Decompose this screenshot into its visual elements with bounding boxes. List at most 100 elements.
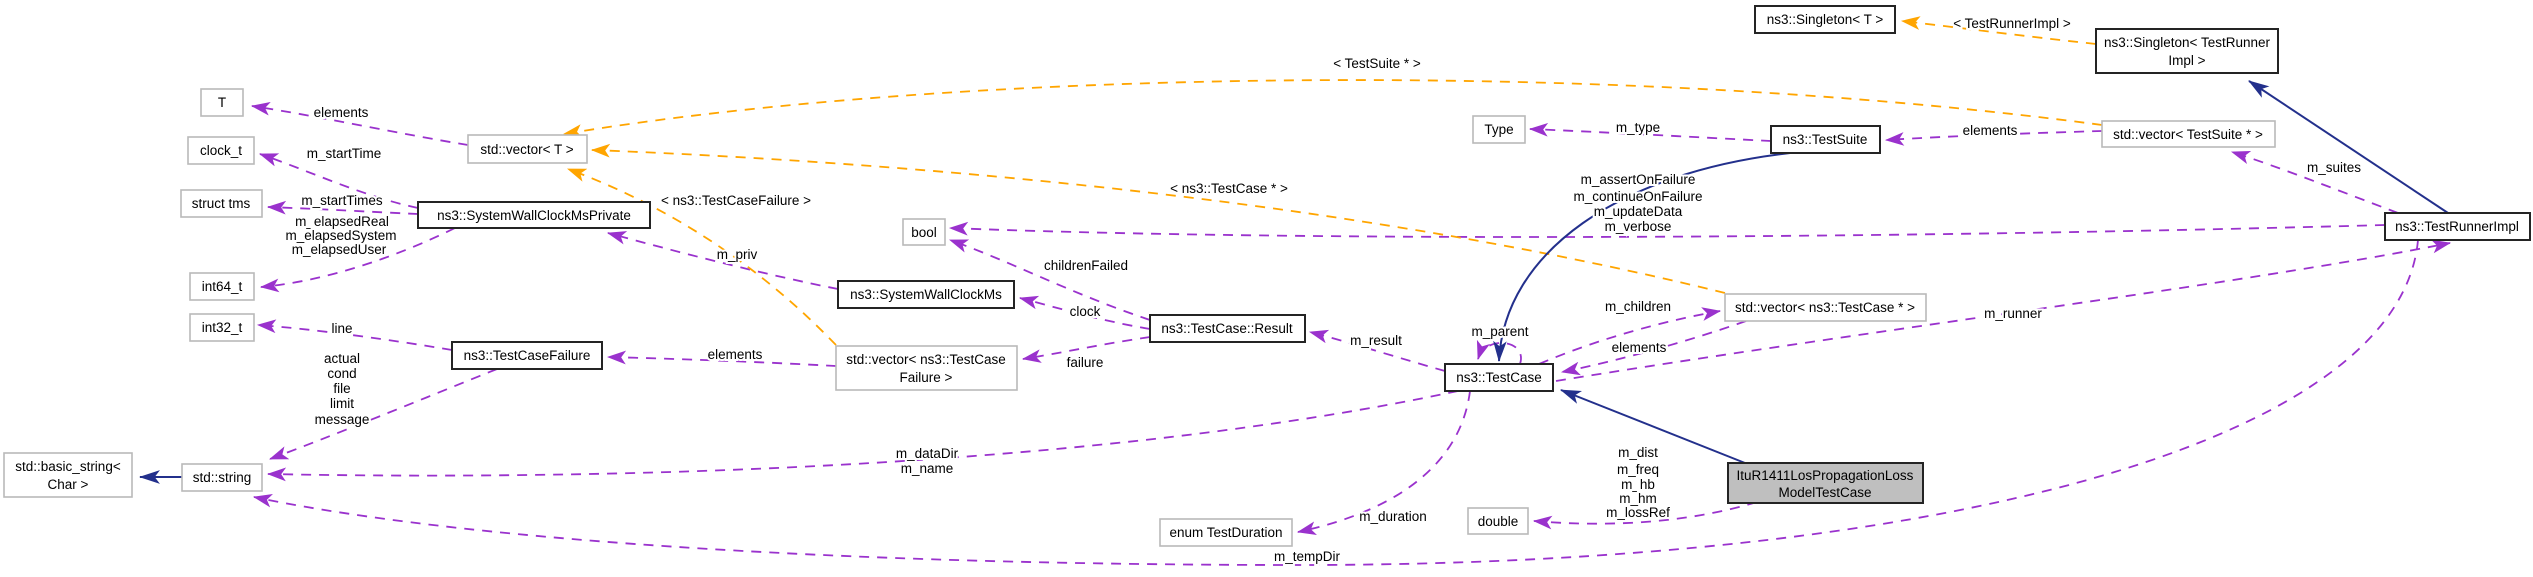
edge-label-m-verbose: m_verbose [1605,219,1672,234]
node-struct-tms-label: struct tms [192,196,251,211]
edge-m-startTime [259,153,419,209]
node-systemwallclockmsprivate[interactable]: ns3::SystemWallClockMsPrivate [417,201,651,229]
node-singleton-testrunnerimpl-label1: ns3::Singleton< TestRunner [2104,35,2270,50]
node-type: Type [1472,115,1526,144]
edge-label-m-updateData: m_updateData [1594,204,1683,219]
node-t: T [200,88,244,117]
edge-label-cond: cond [327,366,356,381]
node-std-vector-t: std::vector< T > [467,134,588,164]
node-testsuite-label: ns3::TestSuite [1783,132,1868,147]
edge-m-children [1538,307,1722,365]
node-systemwallclockms-label: ns3::SystemWallClockMs [850,287,1002,302]
edge-label-elements-tc: elements [1612,340,1667,355]
edge-childrenFailed [949,239,1151,321]
node-singleton-testrunnerimpl[interactable]: ns3::Singleton< TestRunner Impl > [2095,28,2279,74]
node-bool-label: bool [911,225,937,240]
edge-label-m-elapsedSystem: m_elapsedSystem [285,228,396,243]
edge-label-line: line [331,321,352,336]
node-testrunnerimpl[interactable]: ns3::TestRunnerImpl [2384,212,2531,241]
node-std-string-label: std::string [193,470,252,485]
node-itur-label2: ModelTestCase [1778,485,1871,500]
edge-label-template-testrunnerimpl: < TestRunnerImpl > [1953,16,2071,31]
node-testcase-result[interactable]: ns3::TestCase::Result [1149,314,1306,343]
edge-label-m-assertOnFailure: m_assertOnFailure [1581,172,1696,187]
edge-inherit-testsuite-testcase [1493,152,1791,363]
edge-elements-vector-ts [1884,130,2103,146]
edge-label-m-dataDir: m_dataDir [896,446,959,461]
edge-label-childrenFailed: childrenFailed [1044,258,1128,273]
node-std-basic-string: std::basic_string< Char > [3,452,133,498]
node-bool: bool [902,218,946,246]
edge-template-singleton [1900,16,2097,45]
node-enum-testduration: enum TestDuration [1159,518,1293,547]
node-testrunnerimpl-label: ns3::TestRunnerImpl [2395,219,2519,234]
node-std-vector-testcasefailure: std::vector< ns3::TestCase Failure > [835,345,1018,391]
node-itur1411lospropagationlossmodeltestcase: ItuR1411LosPropagationLoss ModelTestCase [1727,462,1924,504]
edge-m-parent-selfloop [1476,339,1522,365]
node-struct-tms: struct tms [180,189,263,218]
edge-m-elapsed [259,227,456,293]
edge-inherit-tri-singleton [2248,80,2449,214]
edge-label-m-dist: m_dist [1618,445,1658,460]
node-std-vector-testcase: std::vector< ns3::TestCase * > [1724,293,1927,322]
edge-label-m-suites: m_suites [2307,160,2361,175]
node-singleton-t[interactable]: ns3::Singleton< T > [1754,5,1896,34]
node-std-vector-t-label: std::vector< T > [480,142,573,157]
node-testcasefailure-label: ns3::TestCaseFailure [464,348,591,363]
edge-label-m-startTime: m_startTime [307,146,382,161]
edge-line [256,319,453,351]
edge-label-template-testsuite: < TestSuite * > [1333,56,1421,71]
edge-bool-flags [948,221,2386,238]
edges [138,16,2452,566]
node-double: double [1467,507,1529,535]
edge-label-m-priv: m_priv [717,247,758,262]
edge-inherit-itur-testcase [1560,389,1746,464]
node-clock-t: clock_t [187,136,255,165]
edge-label-elements-ts: elements [1963,123,2018,138]
node-itur-label1: ItuR1411LosPropagationLoss [1737,468,1914,483]
node-std-basic-string-label1: std::basic_string< [15,459,121,474]
edge-label-elements-tcf: elements [708,347,763,362]
node-std-basic-string-label2: Char > [48,477,89,492]
edge-m-tempDir [252,239,2419,566]
edge-elements-vector-tcf [606,350,837,367]
edge-label-template-testcase: < ns3::TestCase * > [1170,181,1288,196]
node-std-string: std::string [181,463,263,492]
node-systemwallclockmsprivate-label: ns3::SystemWallClockMsPrivate [437,208,631,223]
node-t-label: T [218,95,226,110]
edge-actual-cond-file-limit-message [269,368,498,460]
node-testcase[interactable]: ns3::TestCase [1444,363,1554,392]
edge-m-dataDir-m-name [266,390,1459,482]
edge-elements-vector-t [250,101,469,146]
node-std-vector-testsuite: std::vector< TestSuite * > [2101,120,2276,148]
edge-label-m-tempDir: m_tempDir [1274,549,1341,564]
node-clock-t-label: clock_t [200,143,242,158]
edge-label-m-hm: m_hm [1619,491,1657,506]
edge-template-testsuite-vector [562,79,2103,138]
node-enum-testduration-label: enum TestDuration [1169,525,1282,540]
node-int32-t: int32_t [189,313,255,342]
edge-m-runner [1555,239,2452,382]
node-systemwallclockms[interactable]: ns3::SystemWallClockMs [837,280,1015,309]
edge-label-template-testcasefailure: < ns3::TestCaseFailure > [661,193,811,208]
edge-label-m-result: m_result [1350,333,1402,348]
edge-label-message: message [315,412,370,427]
edge-label-m-duration: m_duration [1359,509,1427,524]
edge-label-m-startTimes: m_startTimes [301,193,383,208]
edge-m-startTimes [266,200,419,215]
node-testcase-label: ns3::TestCase [1456,370,1542,385]
edge-template-testcase-vector [590,143,1726,294]
edge-elements-vector-tc [1560,320,1747,376]
node-testsuite[interactable]: ns3::TestSuite [1770,125,1881,154]
edge-label-m-freq: m_freq [1617,462,1659,477]
edge-m-suites [2230,150,2399,214]
node-singleton-t-label: ns3::Singleton< T > [1767,12,1884,27]
node-int32-t-label: int32_t [202,320,243,335]
node-type-label: Type [1484,122,1513,137]
node-testcasefailure[interactable]: ns3::TestCaseFailure [451,341,603,370]
edge-label-m-elapsedUser: m_elapsedUser [292,242,387,257]
edge-label-m-runner: m_runner [1984,306,2042,321]
node-std-vector-testsuite-label: std::vector< TestSuite * > [2113,127,2263,142]
